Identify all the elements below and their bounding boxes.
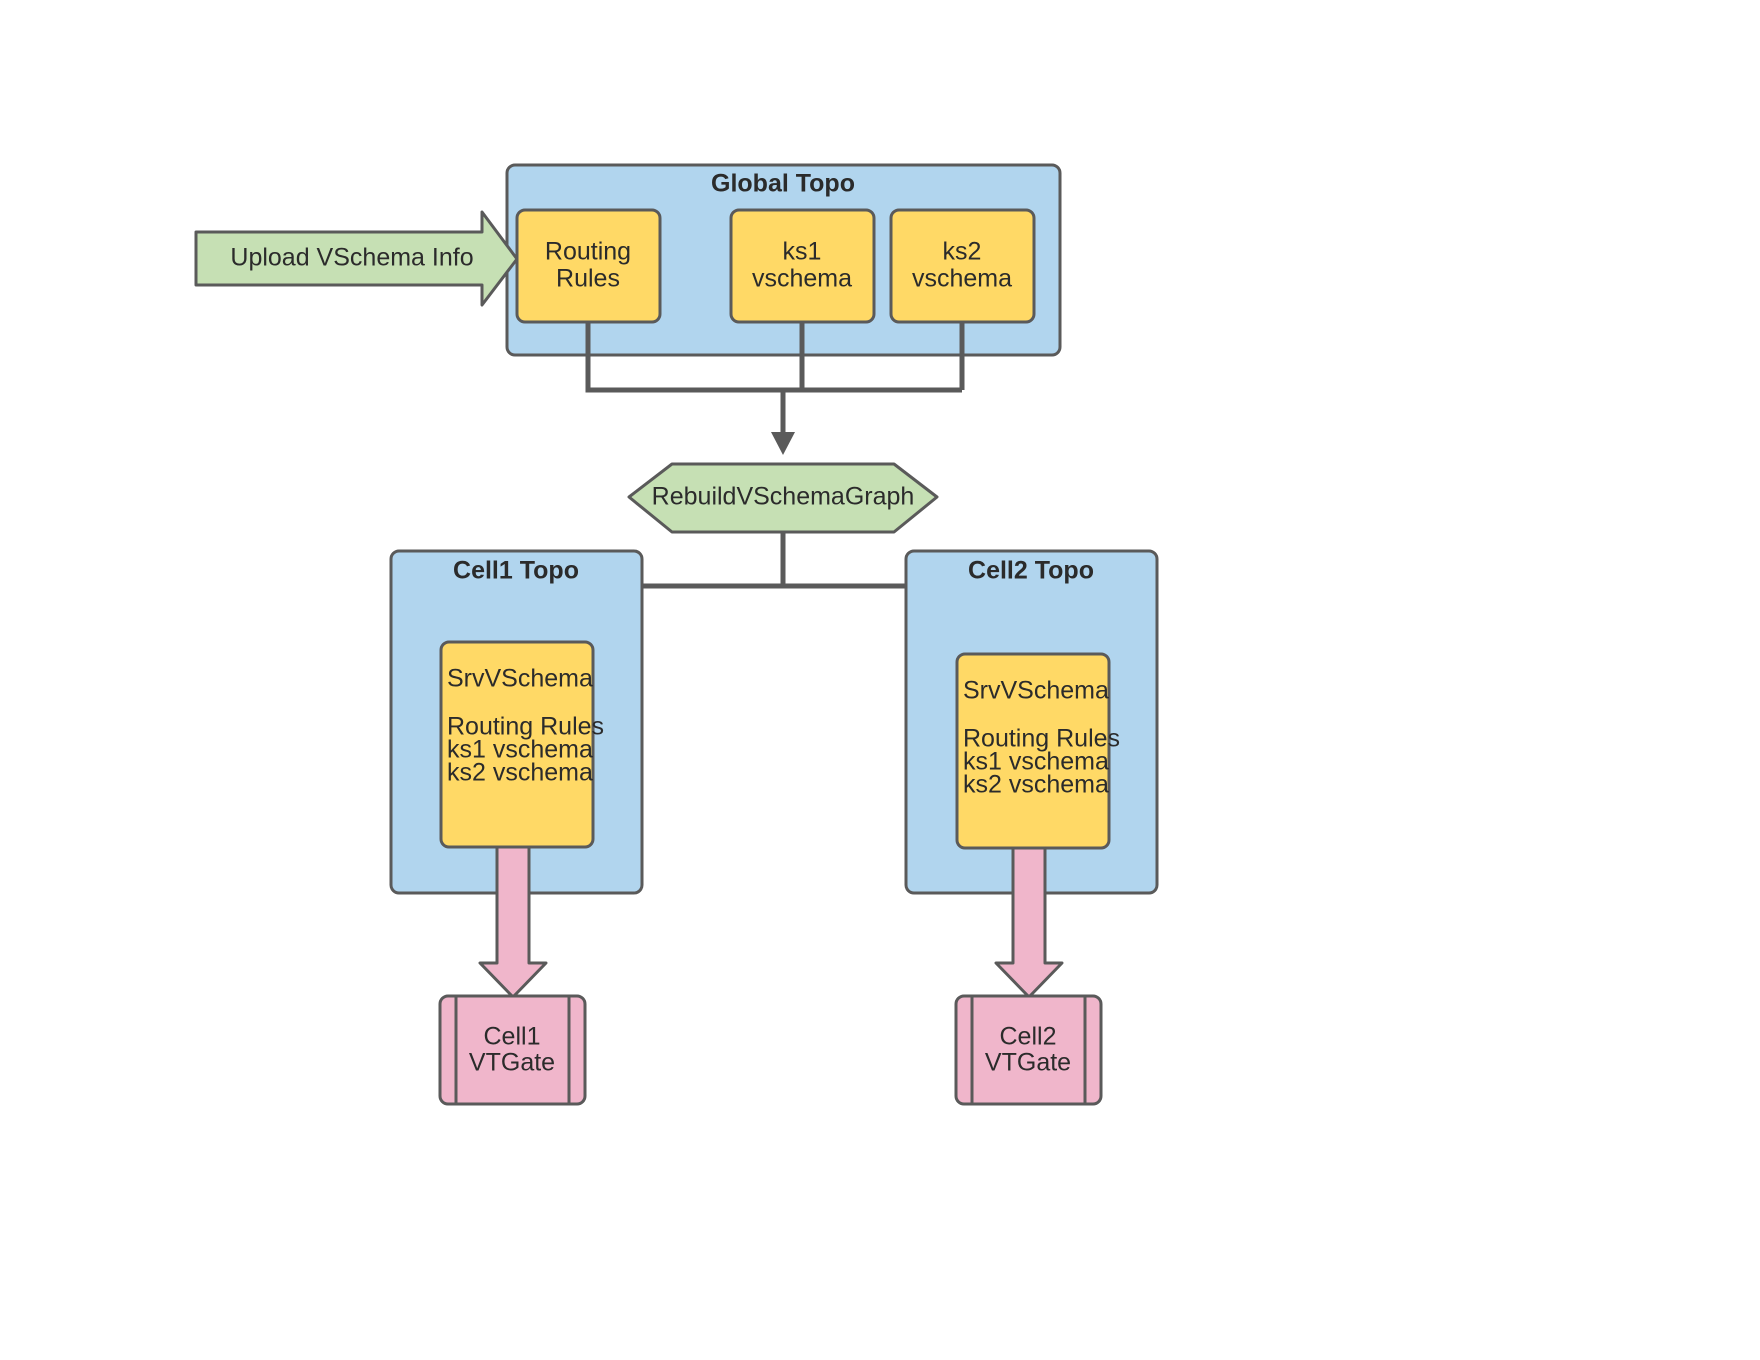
cell1-vtgate-box [438,994,587,1106]
cell2-topo-title: Cell2 Topo [968,557,1094,585]
cell1-pink-arrow-shape [478,845,548,999]
node-ks1-vschema[interactable]: ks1 vschema [729,208,876,324]
cell2-srvvschema-title: SrvVSchema [963,677,1109,705]
rebuild-hexagon-shape [627,462,939,534]
rebuild-vschema-graph-process[interactable]: RebuildVSchemaGraph [627,462,939,534]
connector-global-to-rebuild [585,322,965,455]
cell1-srvvschema-item-1: ks1 vschema [447,736,593,764]
cell1-vtgate-label-line2: VTGate [469,1049,555,1077]
cell2-vtgate-label-line1: Cell2 [1000,1023,1057,1051]
cell2-vtgate-node[interactable]: Cell2 VTGate [954,994,1103,1106]
upload-arrow-label: Upload VSchema Info [230,244,473,272]
ks2-vschema-label-line1: ks2 [943,238,982,266]
global-topo-title: Global Topo [711,170,855,198]
arrowhead-to-rebuild [771,432,795,455]
ks2-vschema-label-line2: vschema [912,265,1012,293]
cell2-srvvschema-item-0: Routing Rules [963,725,1120,753]
cell1-srvvschema-item-2: ks2 vschema [447,759,593,787]
cell2-vtgate-label-line2: VTGate [985,1049,1071,1077]
cell2-srvvschema-node[interactable]: SrvVSchema Routing Rules ks1 vschema ks2… [955,652,1120,850]
node-routing-rules[interactable]: Routing Rules [515,208,662,324]
cell1-srvvschema-title: SrvVSchema [447,665,593,693]
node-ks2-vschema[interactable]: ks2 vschema [889,208,1036,324]
upload-arrow-shape [194,210,519,307]
cell1-topo-title: Cell1 Topo [453,557,579,585]
cell2-srvvschema-item-1: ks1 vschema [963,748,1109,776]
cell1-vtgate-node[interactable]: Cell1 VTGate [438,994,587,1106]
rebuild-process-label: RebuildVSchemaGraph [652,483,915,511]
cell2-vtgate-box [954,994,1103,1106]
routing-rules-label-line2: Rules [556,265,620,293]
ks1-vschema-label-line1: ks1 [783,238,822,266]
cell1-vtgate-label-line1: Cell1 [484,1023,541,1051]
cell2-srvvschema-item-2: ks2 vschema [963,771,1109,799]
cell2-srvvschema-to-vtgate-arrow [994,846,1064,999]
cell2-pink-arrow-shape [994,846,1064,999]
ks1-vschema-label-line2: vschema [752,265,852,293]
routing-rules-label-line1: Routing [545,238,631,266]
cell1-srvvschema-item-0: Routing Rules [447,713,604,741]
cell1-srvvschema-node[interactable]: SrvVSchema Routing Rules ks1 vschema ks2… [439,640,604,849]
upload-vschema-arrow[interactable]: Upload VSchema Info [194,210,519,307]
cell1-srvvschema-to-vtgate-arrow [478,845,548,999]
